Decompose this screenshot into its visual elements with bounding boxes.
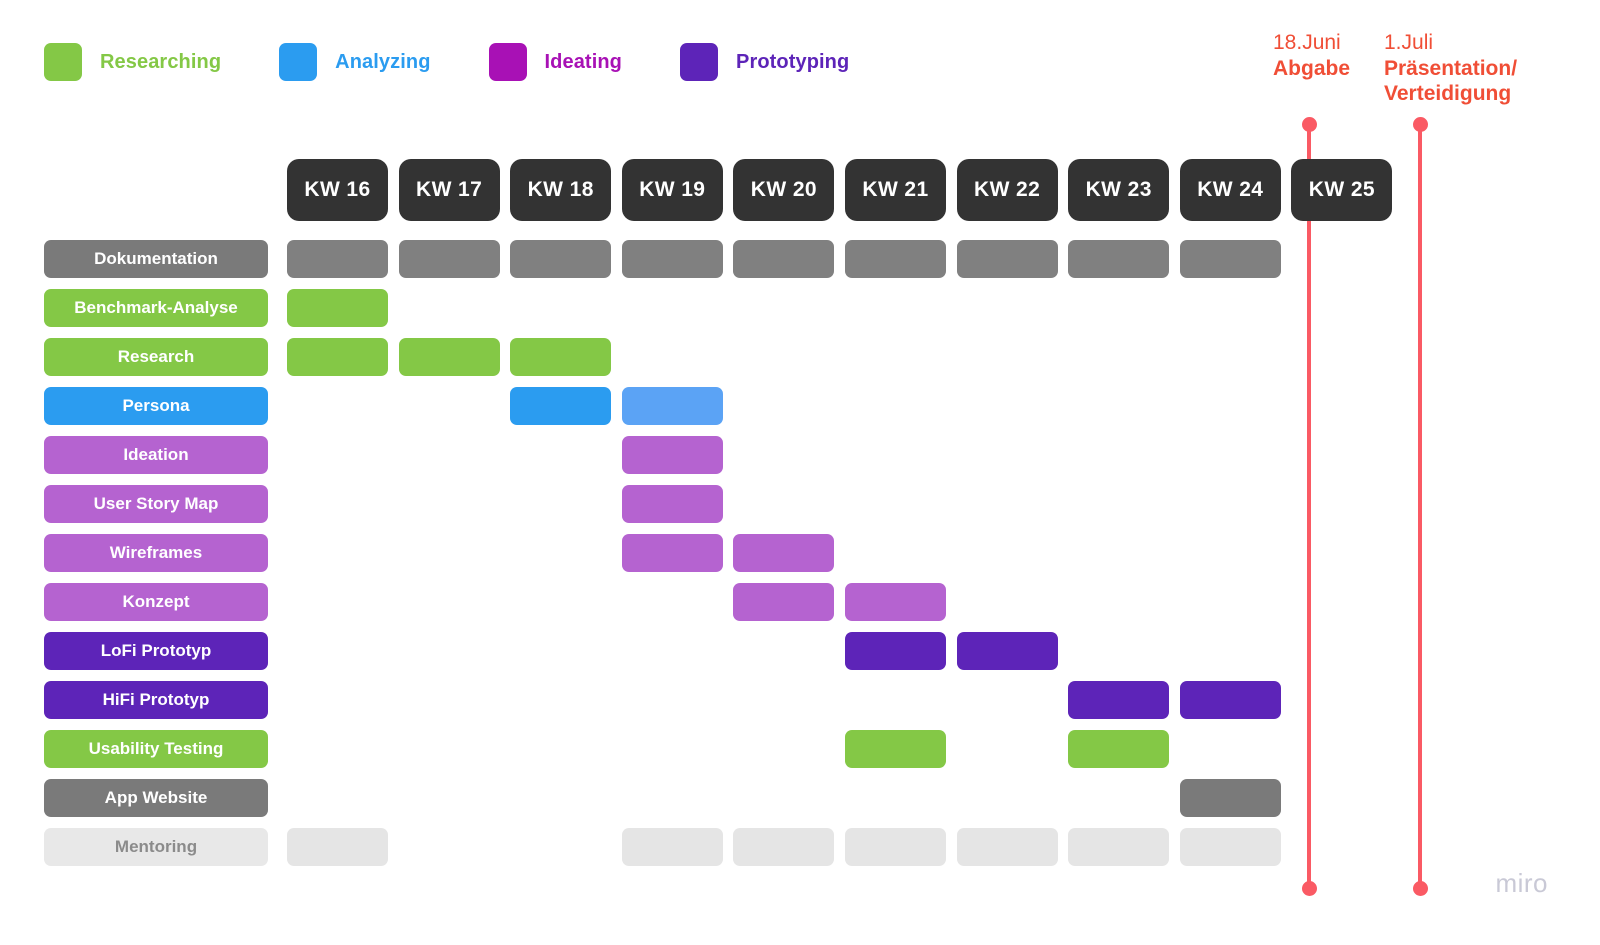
task-label-app-website[interactable]: App Website — [44, 779, 268, 817]
gantt-bar[interactable] — [287, 240, 388, 278]
week-header-kw18[interactable]: KW 18 — [510, 159, 612, 221]
task-label-user-story-map[interactable]: User Story Map — [44, 485, 268, 523]
legend-swatch-icon — [680, 43, 718, 81]
week-header-kw24[interactable]: KW 24 — [1179, 159, 1281, 221]
gantt-bar[interactable] — [733, 534, 835, 572]
gantt-bar[interactable] — [845, 828, 946, 866]
gantt-bar[interactable] — [621, 485, 723, 523]
legend-item-prototyping[interactable]: Prototyping — [680, 43, 849, 81]
task-label-usability-testing[interactable]: Usability Testing — [44, 730, 268, 768]
milestone-dot-1-top — [1301, 117, 1317, 132]
legend-swatch-icon — [279, 43, 318, 81]
gantt-bar[interactable] — [621, 828, 723, 866]
milestone-title: Präsentation/ — [1384, 56, 1518, 80]
legend-item-analyzing[interactable]: Analyzing — [279, 43, 430, 81]
gantt-bar[interactable] — [845, 632, 946, 670]
gantt-bar[interactable] — [1179, 240, 1281, 278]
legend-swatch-icon — [488, 43, 527, 81]
gantt-bar[interactable] — [621, 436, 723, 474]
gantt-bar[interactable] — [733, 828, 835, 866]
milestone-dot-2-top — [1412, 117, 1428, 132]
milestone-title-line2: Verteidigung — [1384, 82, 1512, 106]
gantt-bar[interactable] — [1068, 681, 1170, 719]
legend-item-label: Researching — [100, 50, 222, 73]
week-header-kw17[interactable]: KW 17 — [398, 159, 500, 221]
milestone-dot-1-bottom — [1301, 881, 1317, 896]
gantt-bar[interactable] — [956, 828, 1058, 866]
milestone-date: 1.Juli — [1384, 31, 1434, 54]
gantt-bar[interactable] — [510, 240, 612, 278]
milestone-line-1 — [1307, 124, 1311, 888]
gantt-bar[interactable] — [621, 387, 723, 425]
week-header-kw25[interactable]: KW 25 — [1291, 159, 1393, 221]
task-label-persona[interactable]: Persona — [44, 387, 268, 425]
task-label-dokumentation[interactable]: Dokumentation — [44, 240, 268, 278]
gantt-bar[interactable] — [287, 338, 388, 376]
task-label-hifi-prototyp[interactable]: HiFi Prototyp — [44, 681, 268, 719]
gantt-bar[interactable] — [398, 338, 500, 376]
gantt-bar[interactable] — [845, 730, 946, 768]
legend-item-researching[interactable]: Researching — [44, 43, 221, 81]
gantt-bar[interactable] — [733, 240, 835, 278]
milestone-line-2 — [1418, 124, 1422, 888]
gantt-bar[interactable] — [398, 240, 500, 278]
gantt-bar[interactable] — [956, 240, 1058, 278]
gantt-bar[interactable] — [510, 338, 612, 376]
gantt-bar[interactable] — [845, 583, 946, 621]
week-header-kw23[interactable]: KW 23 — [1068, 159, 1170, 221]
legend-item-ideating[interactable]: Ideating — [488, 43, 622, 81]
task-label-benchmark-analyse[interactable]: Benchmark-Analyse — [44, 289, 268, 327]
task-label-mentoring[interactable]: Mentoring — [44, 828, 268, 866]
task-label-wireframes[interactable]: Wireframes — [44, 534, 268, 572]
gantt-bar[interactable] — [1179, 681, 1281, 719]
task-label-lofi-prototyp[interactable]: LoFi Prototyp — [44, 632, 268, 670]
task-label-research[interactable]: Research — [44, 338, 268, 376]
week-header-kw22[interactable]: KW 22 — [956, 159, 1058, 221]
gantt-bar[interactable] — [287, 289, 388, 327]
gantt-bar[interactable] — [1068, 828, 1170, 866]
gantt-bar[interactable] — [510, 387, 612, 425]
legend-item-label: Prototyping — [736, 50, 850, 73]
week-header-kw19[interactable]: KW 19 — [621, 159, 723, 221]
task-label-konzept[interactable]: Konzept — [44, 583, 268, 621]
gantt-bar[interactable] — [287, 828, 388, 866]
miro-watermark: miro — [1495, 868, 1548, 898]
gantt-bar[interactable] — [845, 240, 946, 278]
milestone-dot-2-bottom — [1412, 881, 1428, 896]
gantt-bar[interactable] — [733, 583, 835, 621]
gantt-bar[interactable] — [1179, 828, 1281, 866]
legend-item-label: Ideating — [544, 50, 622, 73]
milestone-date: 18.Juni — [1273, 31, 1341, 54]
task-label-ideation[interactable]: Ideation — [44, 436, 268, 474]
gantt-bar[interactable] — [1179, 779, 1281, 817]
week-header-kw20[interactable]: KW 20 — [733, 159, 835, 221]
milestone-title: Abgabe — [1273, 56, 1351, 80]
legend-item-label: Analyzing — [335, 50, 431, 73]
week-header-kw16[interactable]: KW 16 — [287, 159, 388, 221]
gantt-bar[interactable] — [621, 240, 723, 278]
gantt-bar[interactable] — [1068, 240, 1170, 278]
phase-legend: Researching Analyzing Ideating Prototyping — [44, 42, 907, 82]
gantt-bar[interactable] — [1068, 730, 1170, 768]
gantt-bar[interactable] — [956, 632, 1058, 670]
gantt-bar[interactable] — [621, 534, 723, 572]
legend-swatch-icon — [44, 43, 82, 81]
week-header-kw21[interactable]: KW 21 — [845, 159, 946, 221]
